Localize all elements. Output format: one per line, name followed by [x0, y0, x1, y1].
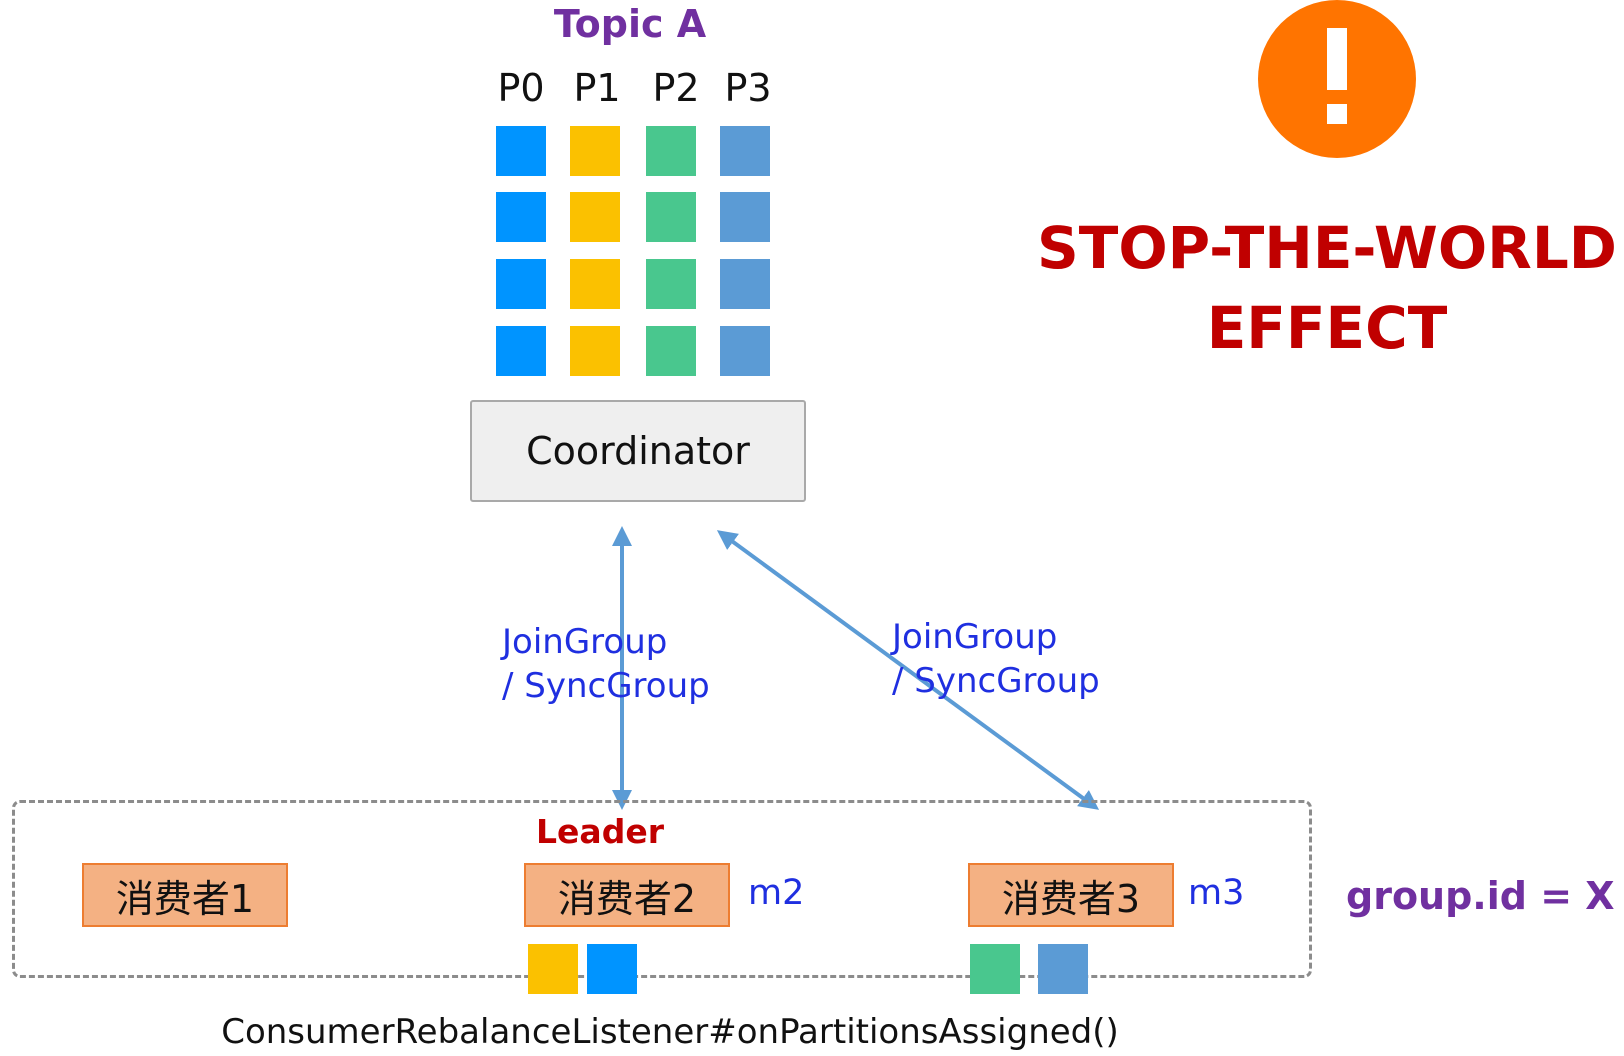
assigned-partition-p3 [1038, 944, 1088, 994]
exclamation-warning-icon [1258, 0, 1416, 158]
partition-message-p3-3 [720, 326, 770, 376]
right-arrow-label: JoinGroup / SyncGroup [892, 615, 1100, 703]
arrow-coordinator-consumer3 [716, 530, 1100, 810]
partition-message-p0-2 [496, 259, 546, 309]
assigned-partition-p1 [528, 944, 578, 994]
consumer-group-box [12, 800, 1312, 978]
coordinator-box: Coordinator [470, 400, 806, 502]
partition-message-p3-2 [720, 259, 770, 309]
partition-message-p1-3 [570, 326, 620, 376]
consumer-3: 消费者3 [968, 863, 1174, 927]
partition-message-p3-0 [720, 126, 770, 176]
consumer-2: 消费者2 [524, 863, 730, 927]
partition-label-p1: P1 [573, 66, 621, 110]
assigned-partition-p2 [970, 944, 1020, 994]
member-id-m3: m3 [1188, 873, 1245, 913]
partition-message-p0-3 [496, 326, 546, 376]
partition-message-p1-2 [570, 259, 620, 309]
stop-the-world-text: STOP-THE-WORLD EFFECT [1030, 208, 1624, 368]
partition-message-p0-0 [496, 126, 546, 176]
partition-label-p0: P0 [497, 66, 545, 110]
left-arrow-label-line2: / SyncGroup [502, 666, 710, 706]
partition-label-p3: P3 [724, 66, 772, 110]
partition-message-p2-3 [646, 326, 696, 376]
left-arrow-label: JoinGroup / SyncGroup [502, 620, 710, 708]
partition-message-p0-1 [496, 192, 546, 242]
left-arrow-label-line1: JoinGroup [502, 622, 668, 662]
consumer-1: 消费者1 [82, 863, 288, 927]
stop-the-world-line2: EFFECT [1206, 294, 1448, 362]
partition-message-p2-2 [646, 259, 696, 309]
partition-message-p2-1 [646, 192, 696, 242]
right-arrow-label-line2: / SyncGroup [892, 661, 1100, 701]
partition-message-p1-1 [570, 192, 620, 242]
topic-title: Topic A [553, 2, 707, 46]
assigned-partition-p0 [587, 944, 637, 994]
partition-message-p3-1 [720, 192, 770, 242]
right-arrow-label-line1: JoinGroup [892, 617, 1058, 657]
stop-the-world-line1: STOP-THE-WORLD [1037, 214, 1617, 282]
member-id-m2: m2 [748, 873, 805, 913]
leader-label: Leader [536, 812, 664, 851]
partition-message-p1-0 [570, 126, 620, 176]
partition-label-p2: P2 [652, 66, 700, 110]
group-id-label: group.id = X [1346, 874, 1615, 918]
callback-label: ConsumerRebalanceListener#onPartitionsAs… [221, 1012, 1119, 1052]
partition-message-p2-0 [646, 126, 696, 176]
